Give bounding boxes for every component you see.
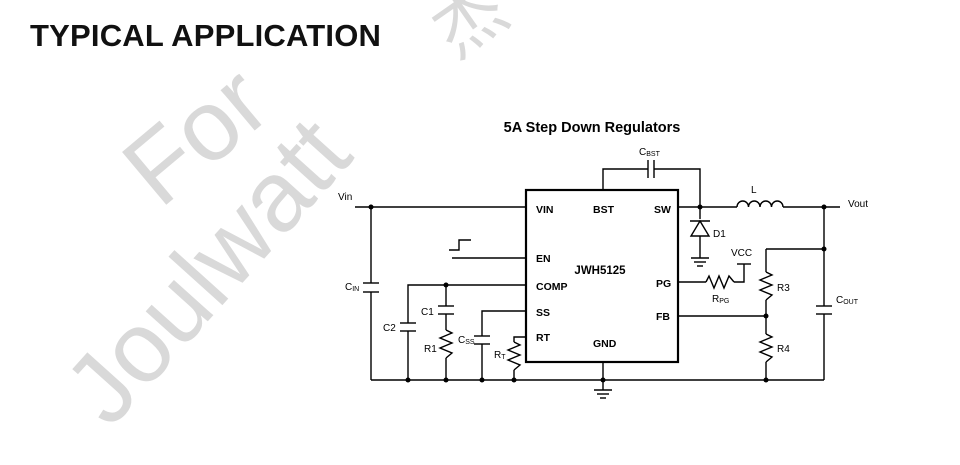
watermark-text-cn: 杰 [419,0,521,72]
cap-cbst [647,160,655,178]
label-d1: D1 [713,229,726,240]
label-r1: R1 [424,344,437,355]
label-cout: COUT [836,295,859,306]
cap-c2 [400,322,416,332]
pin-sw: SW [654,204,671,216]
pin-gnd: GND [593,338,617,350]
label-c1: C1 [421,307,434,318]
pin-comp: COMP [536,281,568,293]
label-r3: R3 [777,283,790,294]
pin-vin: VIN [536,204,554,216]
pin-fb: FB [656,311,670,323]
label-inductor: L [751,185,757,196]
pin-en: EN [536,253,551,265]
label-cbst: CBST [639,147,661,158]
resistor-rpg [705,274,735,290]
resistor-r1 [438,329,454,359]
net-vcc-label: VCC [731,248,752,259]
pin-rt: RT [536,332,551,344]
resistor-r4 [758,333,774,363]
pin-bst: BST [593,204,615,216]
net-vin-label: Vin [338,192,352,203]
cap-cout [816,305,832,315]
label-rt: RT [494,350,506,361]
cap-cin [363,282,379,293]
label-rpg: RPG [712,294,729,305]
ground-symbol-diode [691,257,709,267]
ic-body [524,188,680,364]
label-cin: CIN [345,282,359,293]
resistor-rt [506,341,522,371]
diode-d1 [689,219,711,237]
section-title: TYPICAL APPLICATION [30,18,382,53]
label-r4: R4 [777,344,790,355]
ground-symbol-gnd [594,389,612,399]
junction-dots [368,204,827,383]
cap-c1 [438,305,454,315]
cap-css [474,335,490,345]
inductor-l [736,200,784,208]
pin-pg: PG [656,278,671,290]
net-vout-label: Vout [848,199,868,210]
label-css: CSS [458,335,475,346]
ic-name: JWH5125 [574,265,626,277]
pin-ss: SS [536,307,550,319]
watermark: For Joulwatt 杰 [43,0,521,445]
resistor-r3 [758,271,774,301]
label-c2: C2 [383,323,396,334]
diagram-title: 5A Step Down Regulators [504,120,681,136]
